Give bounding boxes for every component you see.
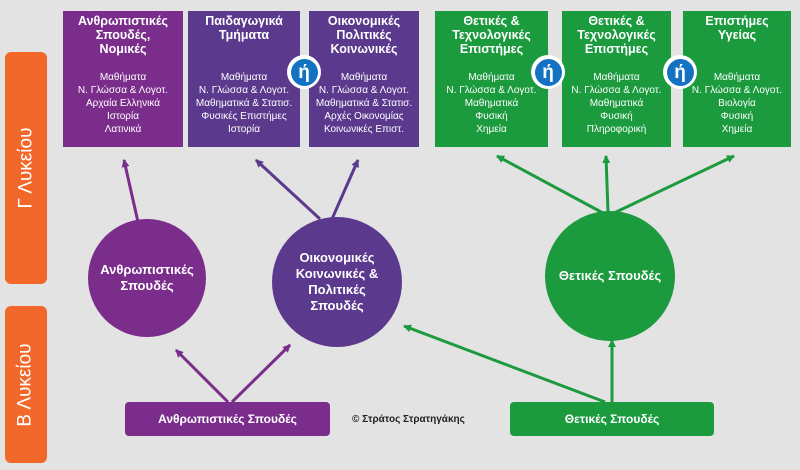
circle-sciences: Θετικές Σπουδές	[545, 211, 675, 341]
field-subjects: Μαθήματα Ν. Γλώσσα & Λογοτ. Αρχαία Ελλην…	[77, 72, 169, 135]
arrow-sciences-to-field4	[496, 154, 604, 215]
field-subjects: Μαθήματα Ν. Γλώσσα & Λογοτ. Μαθηματικά Φ…	[571, 72, 662, 135]
field-title: Επιστήμες Υγείας	[705, 14, 769, 42]
or-badge-icon: ή	[287, 55, 321, 89]
arrow-humanities-to-field1	[121, 159, 140, 223]
arrow-b-humanities-to-economics	[230, 343, 292, 404]
grade-b-label: Β Λυκείου	[5, 306, 47, 463]
field-box-6: Επιστήμες Υγείας Μαθήματα Ν. Γλώσσα & Λο…	[683, 11, 791, 147]
arrow-b-humanities-to-humanities	[174, 348, 230, 404]
copyright-text: © Στράτος Στρατηγάκης	[352, 414, 465, 425]
field-subjects: Μαθήματα Ν. Γλώσσα & Λογοτ. Μαθηματικά Φ…	[446, 72, 537, 135]
b-sciences-box: Θετικές Σπουδές	[510, 402, 714, 436]
arrow-sciences-to-field5	[602, 155, 611, 213]
arrow-economics-to-field2	[254, 158, 322, 221]
or-badge-icon: ή	[531, 55, 565, 89]
arrow-economics-to-field3	[330, 159, 360, 220]
field-subjects: Μαθήματα Ν. Γλώσσα & Λογοτ. Μαθηματικά &…	[195, 72, 293, 135]
grade-c-label: Γ Λυκείου	[5, 52, 47, 284]
field-subjects: Μαθήματα Ν. Γλώσσα & Λογοτ. Μαθηματικά &…	[315, 72, 413, 135]
b-humanities-box: Ανθρωπιστικές Σπουδές	[125, 402, 330, 436]
arrow-b-sciences-to-economics	[403, 324, 606, 404]
or-badge-icon: ή	[663, 55, 697, 89]
arrow-sciences-to-field6	[613, 154, 735, 215]
field-subjects: Μαθήματα Ν. Γλώσσα & Λογοτ. Βιολογία Φυσ…	[691, 72, 783, 135]
